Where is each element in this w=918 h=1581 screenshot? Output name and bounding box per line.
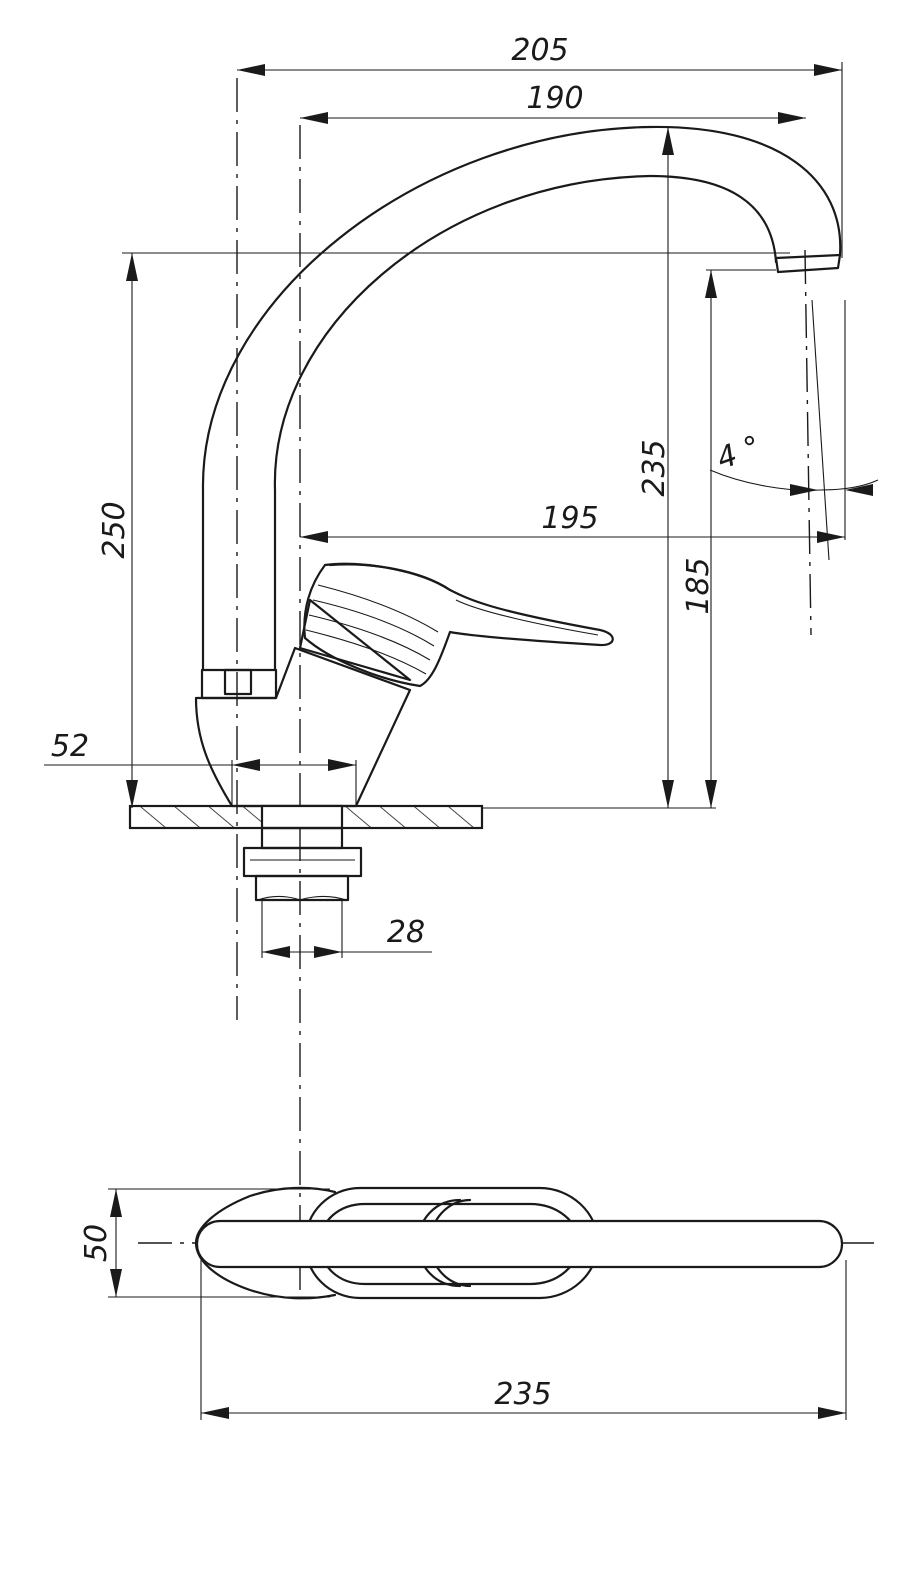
aerator — [774, 253, 842, 274]
dim-185-arrow-top — [705, 270, 717, 298]
dim-235-plan-arrow-right — [818, 1407, 846, 1419]
faucet-plan-view — [194, 1186, 844, 1300]
dim-190-arrow-left — [300, 112, 328, 124]
dim-52-arrow-right — [328, 759, 356, 771]
dim-235-label: 235 — [637, 439, 672, 496]
dim-185-arrow-bottom — [705, 780, 717, 808]
dim-195-label: 195 — [541, 501, 598, 536]
dim-235-arrow-top — [662, 127, 674, 155]
collar-nut — [223, 668, 253, 696]
mounting-shank — [260, 826, 344, 850]
dim-195-arrow-right — [817, 531, 845, 543]
lever-arm-line — [455, 599, 599, 636]
dim-235-plan-label: 235 — [494, 1377, 551, 1412]
dim-190-label: 190 — [526, 81, 583, 116]
spout-outer-contour — [201, 125, 842, 672]
mounting-nut — [254, 874, 350, 902]
dim-205-arrow-left — [237, 64, 265, 76]
dim-28-arrow-left — [262, 946, 290, 958]
center-lines — [138, 78, 878, 1290]
mounting-nut-flange — [242, 846, 363, 878]
spout-inner-contour — [273, 174, 778, 672]
dim-235-arrow-bottom — [662, 780, 674, 808]
side-view-dimensions: 205 190 250 235 185 195 4 — [44, 33, 879, 958]
angle-label: 4 ° — [712, 429, 765, 477]
angle-ext-inclined — [811, 299, 830, 561]
nut-chamfer — [257, 895, 347, 901]
angle-arrow-right — [845, 484, 873, 496]
dim-250-label: 250 — [97, 501, 132, 558]
dim-195-arrow-left — [300, 531, 328, 543]
dim-185-label: 185 — [681, 557, 716, 614]
dim-235-plan-arrow-left — [201, 1407, 229, 1419]
lever-groove-2 — [312, 599, 435, 647]
dim-28-label: 28 — [387, 915, 425, 950]
dim-205-arrow-right — [814, 64, 842, 76]
dim-50-arrow-bottom — [110, 1269, 122, 1297]
dim-28-arrow-right — [314, 946, 342, 958]
lever-cap — [328, 563, 452, 592]
dim-50-arrow-top — [110, 1189, 122, 1217]
dim-52-arrow-left — [232, 759, 260, 771]
dim-250-arrow-bottom — [126, 780, 138, 808]
dim-52-label: 52 — [51, 729, 89, 764]
dim-50-label: 50 — [79, 1224, 114, 1262]
lever-groove-1 — [317, 584, 439, 633]
angle-arrow-left — [790, 484, 818, 496]
outlet-axis-centerline — [804, 249, 812, 636]
plate-hole — [260, 804, 344, 830]
faucet-side-view — [128, 125, 842, 902]
plan-view-dimensions: 50 235 — [79, 1188, 847, 1420]
dim-190-arrow-right — [778, 112, 806, 124]
dim-205-label: 205 — [511, 33, 568, 68]
lever-groove-3 — [308, 614, 431, 661]
dim-250-arrow-top — [126, 253, 138, 281]
faucet-base — [194, 646, 412, 808]
lever-groove-4 — [305, 629, 427, 675]
plan-lever — [195, 1219, 844, 1269]
